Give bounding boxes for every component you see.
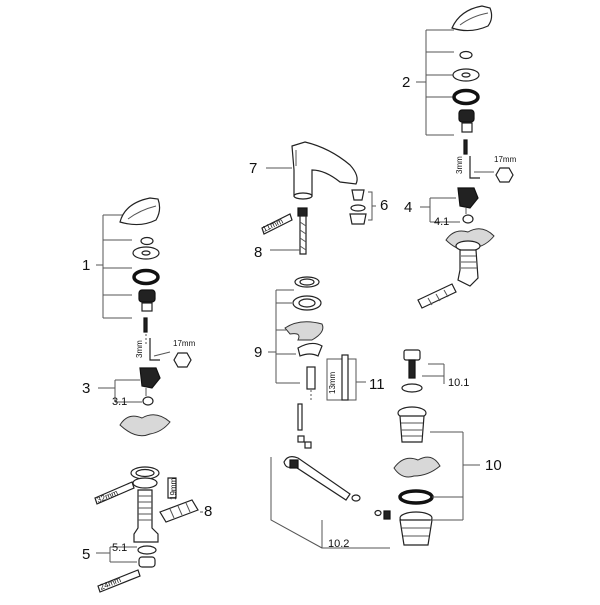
callout-6: 6 bbox=[380, 197, 388, 214]
callout-5-1: 5.1 bbox=[112, 542, 127, 554]
dim-3mm-right: 3mm bbox=[455, 156, 464, 174]
callout-3-1: 3.1 bbox=[112, 396, 127, 408]
callout-2: 2 bbox=[402, 74, 410, 91]
callout-4-1: 4.1 bbox=[434, 216, 449, 228]
dim-13mm: 13mm bbox=[328, 371, 337, 394]
callout-10: 10 bbox=[485, 457, 502, 474]
callout-9: 9 bbox=[254, 344, 262, 361]
left-tail-pipe bbox=[133, 489, 159, 543]
aerator bbox=[349, 213, 367, 225]
callout-5: 5 bbox=[82, 546, 90, 563]
right-valve-head bbox=[457, 187, 479, 209]
pop-up-linkage-bar bbox=[283, 456, 351, 501]
drain-spacer bbox=[393, 456, 441, 478]
right-hex-nut-17mm bbox=[495, 167, 514, 183]
dim-19mm: 19mm bbox=[169, 477, 178, 500]
pop-up-lift-rod bbox=[341, 354, 349, 401]
left-side-connector bbox=[159, 499, 199, 523]
center-wrench-11mm bbox=[261, 213, 293, 235]
center-assembly: 11mm 13mm bbox=[261, 141, 391, 549]
center-threaded-rod bbox=[306, 366, 316, 390]
center-spacer bbox=[284, 321, 324, 341]
drain-pop-up-plug bbox=[408, 359, 416, 379]
callout-3: 3 bbox=[82, 380, 90, 397]
drain-body bbox=[399, 415, 425, 443]
dim-32mm: 32mm bbox=[95, 488, 119, 505]
dim-17mm-right: 17mm bbox=[494, 155, 517, 164]
right-assembly: 3mm 17mm bbox=[393, 5, 517, 546]
callout-4: 4 bbox=[404, 199, 412, 216]
right-allen-key bbox=[469, 156, 480, 179]
spout-body bbox=[291, 141, 358, 197]
left-valve-head bbox=[139, 367, 161, 389]
dim-3mm-left: 3mm bbox=[135, 340, 144, 358]
left-hex-nut-17mm bbox=[173, 352, 192, 368]
right-o-ring bbox=[452, 88, 480, 106]
callout-11: 11 bbox=[369, 376, 385, 393]
left-o-ring bbox=[132, 268, 160, 286]
left-wing-spacer bbox=[119, 414, 171, 437]
callout-1: 1 bbox=[82, 257, 90, 274]
left-wrench-32mm bbox=[94, 481, 135, 505]
callout-8-left: 8 bbox=[204, 503, 212, 520]
left-assembly: 3mm 17mm 32mm 19mm bbox=[94, 197, 199, 593]
drain-gasket bbox=[398, 489, 434, 505]
dim-17mm-left: 17mm bbox=[173, 339, 196, 348]
callout-7: 7 bbox=[249, 160, 257, 177]
left-wrench-24mm bbox=[97, 569, 141, 593]
drain-tailpiece bbox=[399, 519, 433, 546]
left-allen-key bbox=[149, 338, 160, 361]
left-small-washer bbox=[140, 236, 154, 246]
dim-24mm: 24mm bbox=[98, 575, 122, 592]
left-bottom-nut bbox=[138, 556, 156, 568]
callout-10-1: 10.1 bbox=[448, 377, 469, 389]
dim-11mm: 11mm bbox=[261, 216, 285, 233]
callout-10-2: 10.2 bbox=[328, 538, 349, 550]
callout-8-right: 8 bbox=[254, 244, 262, 261]
